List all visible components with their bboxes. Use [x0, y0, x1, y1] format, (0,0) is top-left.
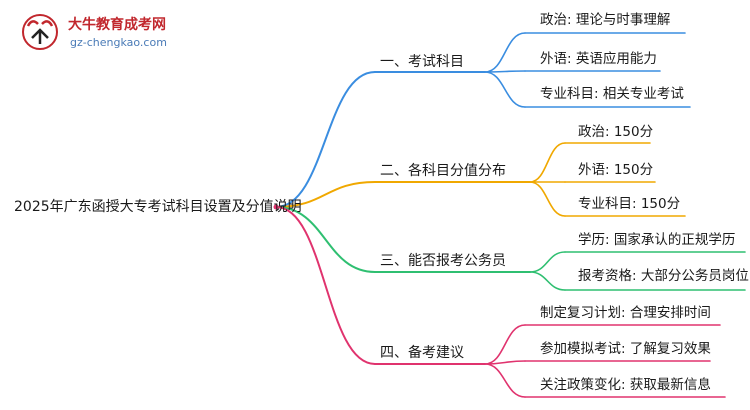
- leaf-connector: [529, 142, 566, 183]
- leaf-connector: [529, 181, 566, 217]
- leaf-connector: [484, 71, 526, 108]
- mindmap-root-topic[interactable]: 2025年广东函授大专考试科目设置及分值说明: [14, 199, 302, 215]
- site-logo[interactable]: 大牛教育成考网 gz-chengkao.com: [16, 8, 246, 56]
- branch-connector: [275, 181, 376, 208]
- leaf-connector: [529, 271, 566, 291]
- leaf-major-score[interactable]: 专业科目: 150分: [578, 196, 681, 212]
- root-anchor-dot: [273, 204, 279, 210]
- leaf-mock-exam[interactable]: 参加模拟考试: 了解复习效果: [540, 341, 711, 357]
- branch-civil-service[interactable]: 三、能否报考公务员: [380, 253, 506, 269]
- leaf-politics-score[interactable]: 政治: 150分: [578, 124, 654, 140]
- leaf-connector: [484, 363, 526, 398]
- branch-score-distribution[interactable]: 二、各科目分值分布: [380, 163, 506, 179]
- leaf-policy-updates[interactable]: 关注政策变化: 获取最新信息: [540, 377, 711, 393]
- branch-exam-subjects[interactable]: 一、考试科目: [380, 54, 464, 70]
- leaf-study-plan[interactable]: 制定复习计划: 合理安排时间: [540, 305, 711, 321]
- leaf-connector: [484, 32, 526, 73]
- leaf-english-score[interactable]: 外语: 150分: [578, 162, 654, 178]
- branch-connector: [275, 206, 376, 365]
- leaf-politics-subject[interactable]: 政治: 理论与时事理解: [540, 12, 671, 28]
- logo-url: gz-chengkao.com: [70, 36, 167, 49]
- leaf-education-requirement[interactable]: 学历: 国家承认的正规学历: [578, 232, 736, 248]
- logo-name: 大牛教育成考网: [68, 17, 166, 33]
- branch-connector: [275, 71, 376, 208]
- leaf-connector: [484, 324, 526, 365]
- leaf-english-subject[interactable]: 外语: 英语应用能力: [540, 51, 657, 67]
- bull-logo-icon: [22, 14, 58, 50]
- branch-connector: [275, 206, 376, 273]
- branch-study-advice[interactable]: 四、备考建议: [380, 345, 464, 361]
- leaf-connector: [529, 251, 566, 273]
- leaf-eligibility[interactable]: 报考资格: 大部分公务员岗位: [578, 268, 749, 284]
- leaf-major-subject[interactable]: 专业科目: 相关专业考试: [540, 86, 684, 102]
